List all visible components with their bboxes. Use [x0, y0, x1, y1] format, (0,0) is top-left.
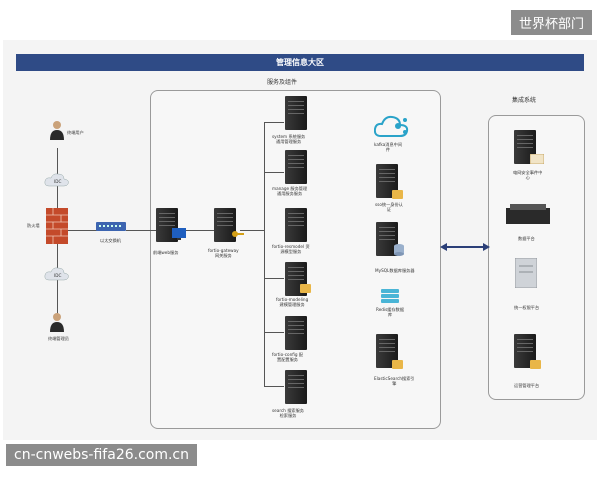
elasticsearch-label: ElasticSearch搜索引 擎: [374, 376, 415, 386]
bus-branch-1: [264, 122, 284, 123]
mysql-label: MySQL数据库服务器: [375, 268, 415, 273]
service-label-4: fortio-modeling 建模管理服务: [276, 297, 309, 307]
integration-label-2: 数据平台: [518, 236, 535, 241]
user-top-icon: [50, 121, 64, 140]
integration-book-icon: [530, 154, 544, 164]
elasticsearch-folder-icon: [392, 360, 403, 369]
gateway-label: fortio-gateway 网关服务: [208, 248, 239, 258]
service-label-6: search 搜索服务 检索服务: [272, 408, 304, 418]
bus-branch-2: [264, 172, 284, 173]
user-bottom-label: 终端管理员: [48, 336, 69, 341]
integration-folder-icon: [530, 360, 541, 369]
cloud-bottom-icon: [44, 267, 69, 281]
services-bus-line: [264, 122, 265, 386]
section-services-title: 服务及组件: [267, 79, 298, 86]
service-folder-4-icon: [300, 284, 311, 293]
user-bottom-icon: [50, 313, 64, 332]
kafka-cloud-icon: [374, 115, 409, 137]
data-platform-icon: [506, 204, 550, 224]
switch-icon: [96, 222, 126, 231]
service-server-2: [285, 150, 307, 184]
database-icon: [394, 244, 404, 256]
gateway-server-icon: [214, 208, 236, 242]
service-label-5: fortio-config 配 置配置服务: [272, 352, 304, 362]
auth-server-icon: [515, 258, 537, 288]
integration-label-3: 统一权限平台: [514, 305, 540, 310]
integration-label-1: 电网安全事件中 心: [513, 170, 543, 180]
switch-web-link: [126, 230, 156, 231]
section-integration-title: 集成系统: [512, 97, 537, 104]
service-server-1: [285, 96, 307, 130]
redis-label: Redis缓存数据 库: [376, 307, 405, 317]
diagram-title: 管理信息大区: [16, 54, 584, 71]
switch-label: 以太交换机: [100, 238, 121, 243]
watermark-bottom: cn-cnwebs-fifa26.com.cn: [6, 444, 197, 466]
firewall-label: 防火墙: [27, 223, 40, 228]
service-label-3: fortio-resmodel 资 源模型服务: [272, 244, 310, 254]
idc-top-label: IDC: [54, 179, 62, 184]
redis-icon: [381, 289, 399, 303]
firewall-switch-link: [68, 230, 98, 231]
service-server-6: [285, 370, 307, 404]
web-gateway-link: [182, 230, 214, 231]
sso-label: sso统一身份认 证: [375, 202, 403, 212]
idc-bottom-label: IDC: [54, 273, 62, 278]
elasticsearch-server-icon: [376, 334, 398, 368]
gateway-services-link: [240, 230, 265, 231]
bus-branch-6: [264, 386, 284, 387]
mysql-server-icon: [376, 222, 398, 256]
service-server-3: [285, 208, 307, 242]
key-icon: [232, 231, 244, 237]
firewall-icon: [46, 208, 68, 244]
web-monitor-icon: [172, 228, 186, 240]
sso-folder-icon: [392, 190, 403, 199]
kafka-label: kafka消息中间 件: [374, 142, 403, 152]
integration-label-4: 运营管理平台: [514, 383, 540, 388]
cloud-top-icon: [44, 173, 69, 187]
service-label-1: system 系统服务 通用管理服务: [272, 134, 306, 144]
service-label-2: manage 服务管理 通用服务服务: [272, 186, 308, 196]
integration-server-4: [514, 334, 536, 368]
bus-branch-4: [264, 278, 284, 279]
web-label: 前端web服务: [153, 250, 179, 255]
integration-arrow: [440, 243, 490, 251]
bus-branch-5: [264, 332, 284, 333]
sso-server-icon: [376, 164, 398, 198]
user-top-label: 终端用户: [67, 130, 84, 135]
service-server-5: [285, 316, 307, 350]
watermark-top: 世界杯部门: [510, 10, 592, 35]
